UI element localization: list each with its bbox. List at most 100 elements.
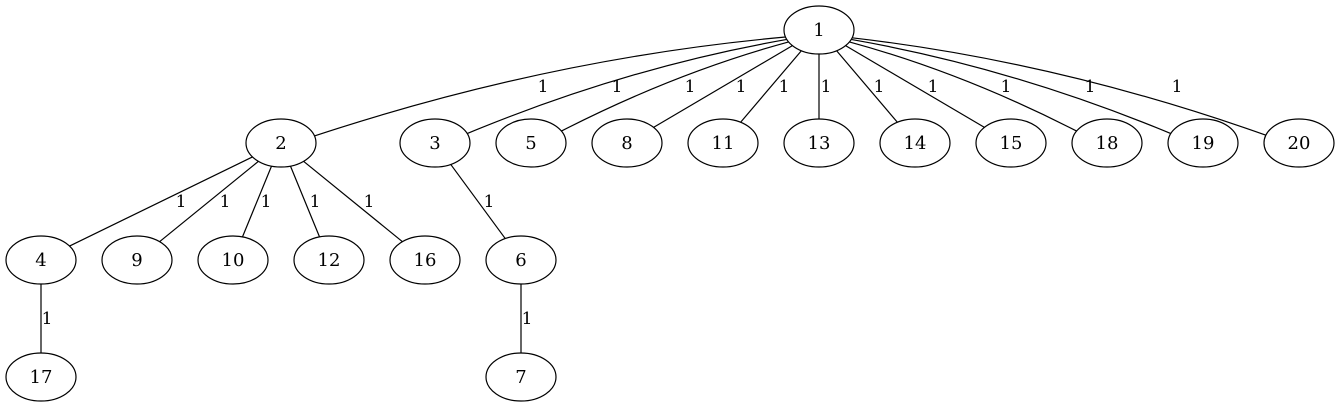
edge-1-14: 1	[836, 50, 898, 123]
node-10: 10	[197, 235, 269, 285]
edge-line	[303, 160, 403, 243]
node-14: 14	[879, 118, 951, 168]
edge-line	[450, 164, 506, 239]
edge-2-9: 1	[159, 160, 259, 243]
node-label: 4	[35, 250, 46, 271]
edge-1-3: 1	[466, 38, 787, 135]
node-ellipse	[1071, 118, 1143, 168]
node-8: 8	[591, 118, 663, 168]
edge-1-20: 1	[852, 37, 1267, 136]
node-label: 19	[1192, 133, 1215, 154]
edge-weight-label: 1	[736, 77, 747, 97]
edge-weight-label: 1	[364, 192, 375, 212]
edge-weight-label: 1	[874, 77, 885, 97]
node-ellipse	[1167, 118, 1239, 168]
node-label: 2	[275, 133, 286, 154]
node-20: 20	[1263, 118, 1335, 168]
edge-weight-label: 1	[261, 192, 272, 212]
edge-weight-label: 1	[779, 77, 790, 97]
edge-line	[836, 50, 898, 123]
node-ellipse	[495, 118, 567, 168]
edge-weight-label: 1	[821, 77, 832, 97]
edge-line	[561, 41, 789, 132]
edge-2-16: 1	[303, 160, 403, 243]
edge-1-13: 1	[818, 54, 832, 119]
node-7: 7	[485, 352, 557, 402]
node-label: 6	[515, 250, 526, 271]
node-label: 18	[1096, 133, 1119, 154]
node-5: 5	[495, 118, 567, 168]
edge-weight-label: 1	[1172, 77, 1183, 97]
edge-2-10: 1	[241, 165, 273, 238]
edge-1-2: 1	[314, 36, 786, 137]
edge-line	[653, 45, 793, 128]
node-3: 3	[399, 118, 471, 168]
node-ellipse	[687, 118, 759, 168]
edge-1-5: 1	[561, 41, 789, 132]
node-ellipse	[399, 118, 471, 168]
edge-1-19: 1	[851, 38, 1172, 135]
edge-weight-label: 1	[220, 192, 231, 212]
node-ellipse	[293, 235, 365, 285]
node-6: 6	[485, 235, 557, 285]
node-ellipse	[485, 235, 557, 285]
node-18: 18	[1071, 118, 1143, 168]
node-11: 11	[687, 118, 759, 168]
edge-1-8: 1	[653, 45, 793, 128]
node-9: 9	[101, 235, 173, 285]
edge-line	[314, 36, 786, 137]
edge-weight-label: 1	[928, 77, 939, 97]
node-label: 9	[131, 250, 142, 271]
edge-1-11: 1	[740, 50, 802, 123]
edge-line	[241, 165, 273, 238]
node-label: 12	[318, 250, 341, 271]
edge-weight-label: 1	[1085, 77, 1096, 97]
node-ellipse	[5, 235, 77, 285]
edge-line	[851, 38, 1172, 135]
node-label: 16	[414, 250, 437, 271]
edge-weight-label: 1	[612, 77, 623, 97]
edge-weight-label: 1	[42, 309, 53, 329]
node-ellipse	[783, 5, 855, 55]
node-1: 1	[783, 5, 855, 55]
node-label: 13	[808, 133, 831, 154]
node-label: 8	[621, 133, 632, 154]
edge-line	[69, 156, 253, 247]
edge-line	[845, 45, 985, 128]
edge-line	[740, 50, 802, 123]
edge-weight-label: 1	[310, 192, 321, 212]
node-ellipse	[5, 352, 77, 402]
edge-4-17: 1	[40, 284, 53, 353]
node-label: 11	[712, 133, 735, 154]
edge-1-18: 1	[849, 41, 1077, 132]
node-label: 20	[1288, 133, 1311, 154]
edge-1-15: 1	[845, 45, 985, 128]
edge-3-6: 1	[450, 164, 506, 239]
node-ellipse	[783, 118, 855, 168]
edge-line	[159, 160, 259, 243]
edge-line	[852, 37, 1267, 136]
node-label: 10	[222, 250, 245, 271]
edge-line	[289, 165, 321, 238]
edge-weight-label: 1	[538, 77, 549, 97]
node-ellipse	[101, 235, 173, 285]
node-ellipse	[879, 118, 951, 168]
node-label: 14	[904, 133, 927, 154]
edge-weight-label: 1	[685, 77, 696, 97]
node-15: 15	[975, 118, 1047, 168]
edge-weight-label: 1	[484, 192, 495, 212]
node-label: 3	[429, 133, 440, 154]
edge-weight-label: 1	[1001, 77, 1012, 97]
node-ellipse	[197, 235, 269, 285]
edge-line	[466, 38, 787, 135]
node-ellipse	[389, 235, 461, 285]
node-19: 19	[1167, 118, 1239, 168]
node-ellipse	[1263, 118, 1335, 168]
node-label: 17	[30, 367, 53, 388]
node-13: 13	[783, 118, 855, 168]
node-label: 15	[1000, 133, 1023, 154]
node-17: 17	[5, 352, 77, 402]
